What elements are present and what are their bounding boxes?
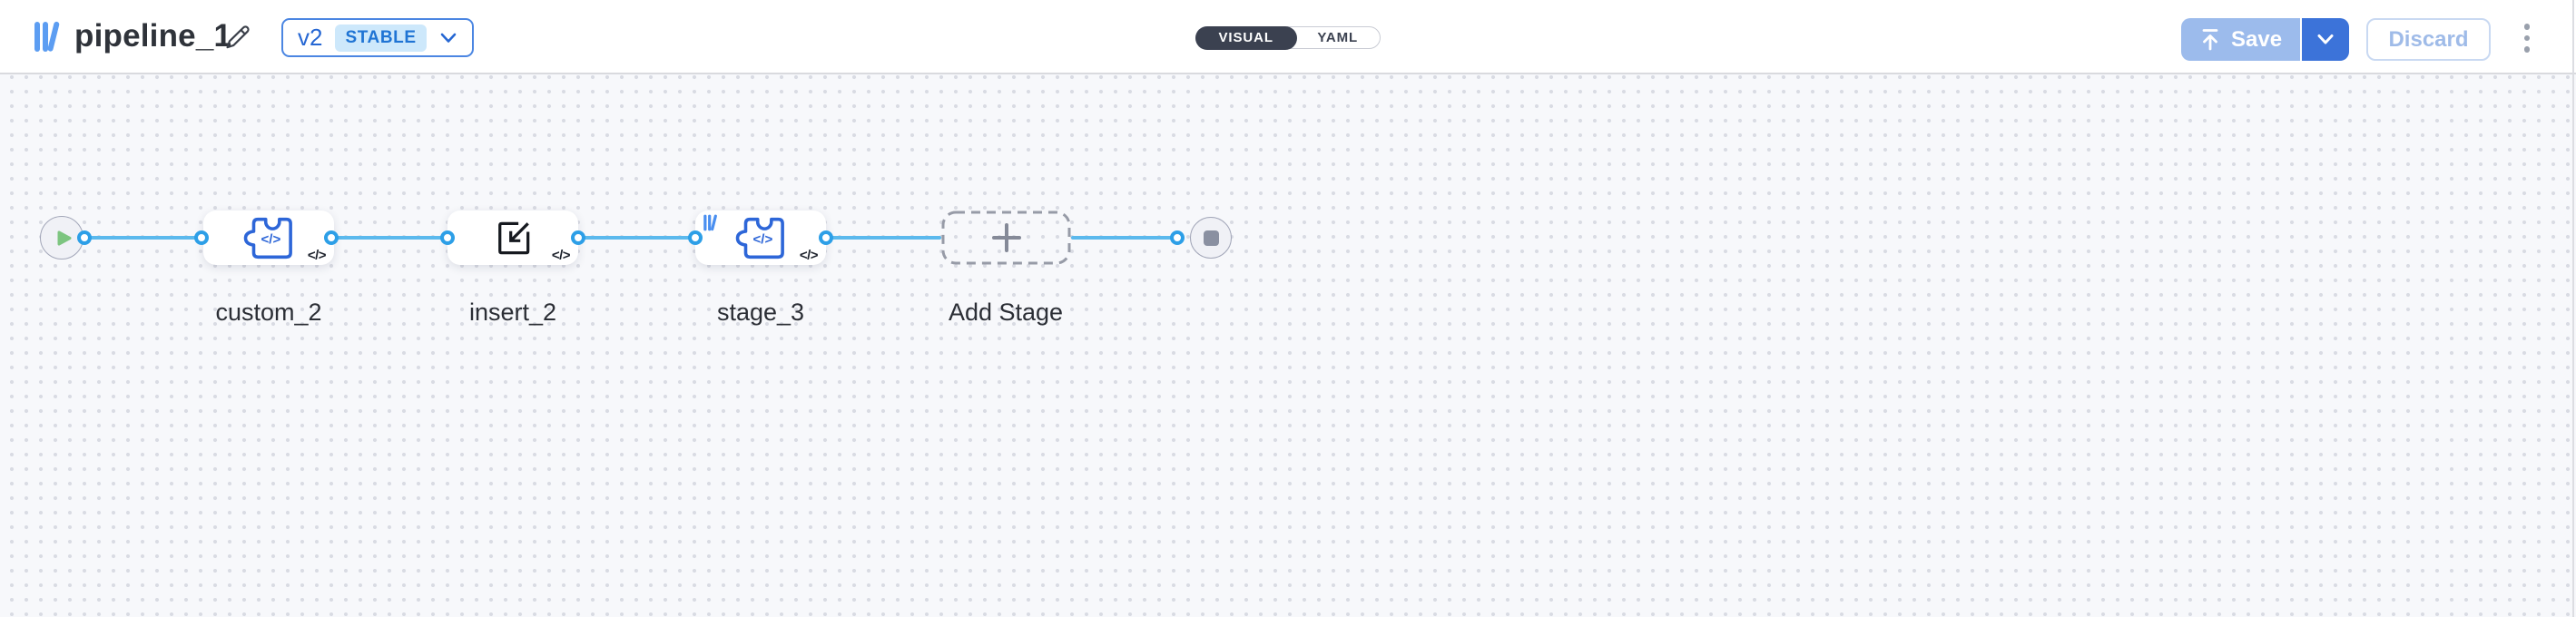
stage-node-stage-3[interactable]: </> </> xyxy=(695,211,826,265)
kebab-dot xyxy=(2523,34,2531,42)
connector-handle[interactable] xyxy=(1170,230,1185,245)
discard-button[interactable]: Discard xyxy=(2366,18,2491,61)
flow-edge xyxy=(578,236,695,240)
plus-icon xyxy=(991,223,1021,252)
connector-handle[interactable] xyxy=(77,230,92,245)
node-label: custom_2 xyxy=(215,299,322,326)
flow-edge xyxy=(331,236,447,240)
stage-node-insert-2[interactable]: </> xyxy=(447,211,578,265)
save-dropdown-button[interactable] xyxy=(2302,18,2350,61)
version-selector-button[interactable]: v2 STABLE xyxy=(281,18,474,57)
library-badge-icon xyxy=(703,214,717,231)
stage-node-custom-2[interactable]: </> </> xyxy=(203,211,334,265)
version-label: v2 xyxy=(298,24,323,51)
code-puzzle-icon: </> xyxy=(243,217,292,259)
svg-text:</>: </> xyxy=(752,231,772,247)
mode-toggle: VISUAL YAML xyxy=(1195,25,1381,50)
connector-handle[interactable] xyxy=(819,230,833,245)
save-button-divider xyxy=(2300,18,2303,61)
pipeline-start-node[interactable] xyxy=(40,216,84,260)
pipeline-canvas[interactable]: </> </> </> </> </> xyxy=(0,74,2576,617)
node-label: Add Stage xyxy=(948,299,1064,326)
svg-text:</>: </> xyxy=(261,231,280,247)
kebab-dot xyxy=(2523,46,2531,53)
top-toolbar: pipeline_1 v2 STABLE VISUAL YAML Save Di… xyxy=(0,0,2576,74)
code-corner-badge: </> xyxy=(799,248,819,263)
code-corner-badge: </> xyxy=(551,248,571,263)
flow-edge xyxy=(826,236,941,240)
pencil-icon[interactable] xyxy=(224,24,251,51)
stop-icon xyxy=(1203,230,1219,246)
node-label: stage_3 xyxy=(716,299,805,326)
tab-yaml[interactable]: YAML xyxy=(1317,30,1359,45)
insert-icon xyxy=(497,221,529,254)
tab-visual[interactable]: VISUAL xyxy=(1195,25,1297,50)
chevron-down-icon xyxy=(2317,34,2334,44)
connector-handle[interactable] xyxy=(194,230,209,245)
dashed-frame xyxy=(941,211,1071,265)
upload-icon xyxy=(2202,29,2218,51)
connector-handle[interactable] xyxy=(688,230,703,245)
code-corner-badge: </> xyxy=(307,248,327,263)
pipeline-end-node[interactable] xyxy=(1190,217,1232,259)
connector-handle[interactable] xyxy=(571,230,585,245)
save-button[interactable]: Save xyxy=(2181,18,2301,61)
library-icon xyxy=(34,21,60,52)
chevron-down-icon xyxy=(440,33,456,43)
discard-label: Discard xyxy=(2388,26,2469,52)
stable-badge: STABLE xyxy=(335,24,427,52)
kebab-dot xyxy=(2523,24,2531,30)
node-label: insert_2 xyxy=(468,299,557,326)
add-stage-node[interactable] xyxy=(941,211,1071,265)
play-icon xyxy=(57,230,71,245)
page-title: pipeline_1 xyxy=(74,18,232,54)
connector-handle[interactable] xyxy=(440,230,455,245)
connector-handle[interactable] xyxy=(324,230,339,245)
kebab-menu-button[interactable] xyxy=(2514,20,2540,56)
flow-edge xyxy=(84,236,202,240)
flow-edge xyxy=(1071,236,1177,240)
save-label: Save xyxy=(2231,26,2283,52)
save-split-button: Save xyxy=(2181,18,2350,61)
window-right-border xyxy=(2572,0,2574,617)
code-puzzle-icon: </> xyxy=(735,217,784,259)
